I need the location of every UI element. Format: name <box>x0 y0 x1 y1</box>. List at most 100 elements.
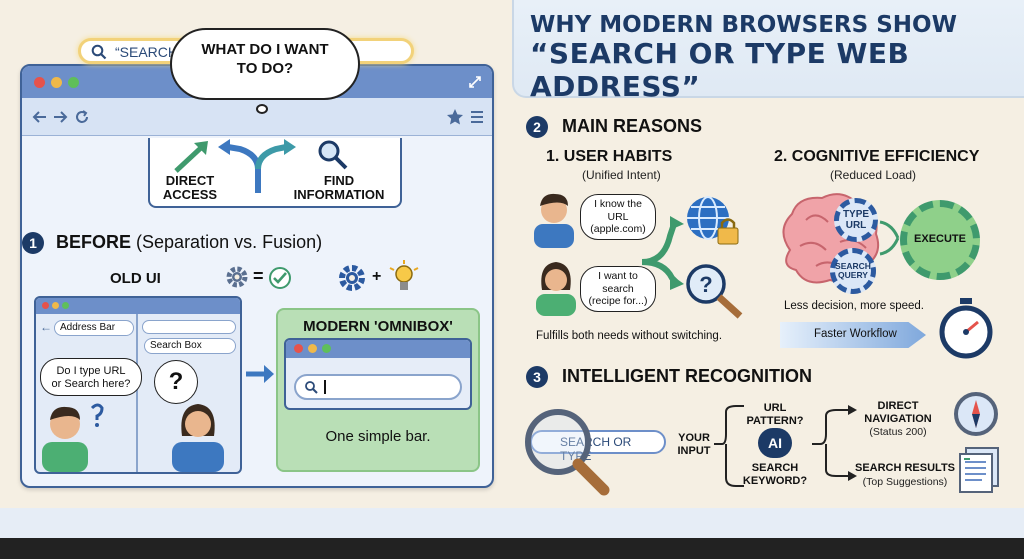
search-speech-bubble: I want to search (recipe for...) <box>580 266 656 312</box>
section-3-number: 3 <box>526 366 548 388</box>
section-2-number: 2 <box>526 116 548 138</box>
search-bubble-line-1: I want to <box>598 270 638 282</box>
thought-bubble: WHAT DO I WANT TO DO? <box>170 28 360 100</box>
forward-arrow-icon <box>54 111 68 123</box>
modern-omnibox-caption: One simple bar. <box>325 428 431 445</box>
cognitive-efficiency-title: 2. COGNITIVE EFFICIENCY <box>774 148 980 165</box>
search-results-label: SEARCH RESULTS <box>854 462 956 474</box>
cognitive-efficiency-subtitle: (Reduced Load) <box>830 168 917 182</box>
result-arrows <box>812 405 857 481</box>
modern-omnibox-input[interactable] <box>294 374 462 400</box>
lightbulb-icon <box>389 260 419 290</box>
back-arrow-icon: ← <box>40 320 52 334</box>
section-1-number: 1 <box>22 232 44 254</box>
search-keyword-line-2: KEYWORD? <box>742 474 808 487</box>
choice-panel <box>148 138 402 208</box>
url-bubble-line-1: I know the <box>594 198 642 210</box>
confused-woman-illustration <box>172 404 224 472</box>
question-bubble: ? <box>154 360 198 404</box>
search-icon <box>91 44 107 60</box>
url-bubble-line-2: URL <box>607 210 629 223</box>
fork-arrows <box>174 139 296 193</box>
search-bubble-line-3: (recipe for...) <box>588 295 648 308</box>
search-bubble-line-2: search <box>602 282 634 295</box>
type-url-gear <box>834 198 878 242</box>
choice-direct-line-2: ACCESS <box>162 186 218 202</box>
converge-arrows <box>879 220 900 256</box>
right-arrow-icon <box>246 365 274 383</box>
text-cursor <box>324 380 326 394</box>
expand-icon <box>469 76 481 88</box>
choice-find-line-2: INFORMATION <box>293 186 385 202</box>
search-query-line-2: QUERY <box>838 269 868 280</box>
search-keyword-line-1: SEARCH <box>751 462 799 474</box>
url-pattern-label: URL PATTERN? <box>740 402 810 427</box>
man-avatar <box>534 193 574 248</box>
compass-icon <box>954 392 998 436</box>
choice-direct-access: DIRECT ACCESS <box>154 174 226 201</box>
choice-find-line-1: FIND <box>323 173 355 188</box>
maximize-dot-icon <box>68 77 79 88</box>
your-input-line-1: YOUR <box>678 432 710 444</box>
section-1-heading-paren: (Separation vs. Fusion) <box>136 232 323 252</box>
old-bubble-line-1: Do I type URL <box>56 365 126 377</box>
svg-text:?: ? <box>699 272 712 297</box>
old-search-box[interactable]: Search Box <box>144 338 236 354</box>
user-habits-footer: Fulfills both needs without switching. <box>536 330 723 342</box>
close-dot-icon <box>34 77 45 88</box>
large-magnifier-icon <box>525 409 610 496</box>
modern-title-bar <box>286 340 470 358</box>
maximize-dot-icon <box>62 302 69 309</box>
star-icon <box>447 109 463 125</box>
search-query-gear <box>830 248 876 294</box>
your-input-label: YOUR INPUT <box>674 432 714 457</box>
magnifier-question-icon: ? <box>686 264 743 319</box>
old-address-bar[interactable]: Address Bar <box>54 320 134 336</box>
url-bubble-line-3: (apple.com) <box>590 223 646 236</box>
magnifier-icon <box>318 140 348 170</box>
old-ui-divider <box>136 314 138 472</box>
section-2-heading: MAIN REASONS <box>562 116 703 136</box>
user-habits-subtitle: (Unified Intent) <box>582 168 661 182</box>
type-url-line-1: TYPE <box>842 209 870 220</box>
search-query-label: SEARCH QUERY <box>830 262 876 280</box>
old-ui-title-bar <box>36 298 240 314</box>
faster-workflow-label: Faster Workflow <box>814 328 897 340</box>
type-url-label: TYPE URL <box>834 209 878 231</box>
choice-direct-line-1: DIRECT <box>165 173 215 188</box>
title-banner: WHY MODERN BROWSERS SHOW “SEARCH OR TYPE… <box>512 0 1024 102</box>
url-pattern-line-1: URL <box>763 402 787 414</box>
reload-icon <box>76 110 88 123</box>
direct-nav-line-1: DIRECT <box>877 400 919 412</box>
plus-sign: + <box>372 268 382 285</box>
minimize-dot-icon <box>52 302 59 309</box>
thought-line-2: TO DO? <box>236 59 294 77</box>
direct-nav-line-2: NAVIGATION <box>864 412 932 425</box>
bottom-dark-band <box>0 538 1024 559</box>
close-dot-icon <box>42 302 49 309</box>
section-1-heading: BEFORE (Separation vs. Fusion) <box>56 232 322 253</box>
user-habits-title: 1. USER HABITS <box>546 148 673 165</box>
faster-workflow-arrow: Faster Workflow <box>780 322 926 348</box>
maximize-dot-icon <box>322 344 331 353</box>
search-results-sub: (Top Suggestions) <box>862 476 948 488</box>
your-input-line-2: INPUT <box>677 444 711 457</box>
stopwatch-icon <box>939 298 993 359</box>
modern-omnibox-label: MODERN 'OMNIBOX' <box>303 318 453 335</box>
execute-label: EXECUTE <box>914 233 966 245</box>
documents-icon <box>959 447 999 493</box>
search-icon <box>305 381 318 394</box>
equals-sign: = <box>253 266 264 286</box>
search-query-line-1: SEARCH <box>835 261 871 271</box>
minimize-dot-icon <box>308 344 317 353</box>
old-top-field[interactable] <box>142 320 236 334</box>
menu-icon <box>471 111 483 123</box>
gear-icon <box>226 266 248 288</box>
confused-man-illustration <box>42 403 104 472</box>
close-dot-icon <box>294 344 303 353</box>
thought-tail-dot <box>256 104 268 114</box>
browser-nav-bar <box>22 98 492 136</box>
section-3-heading: INTELLIGENT RECOGNITION <box>562 366 812 386</box>
split-arrows <box>641 216 684 290</box>
old-ui-speech-bubble: Do I type URL or Search here? <box>40 358 142 396</box>
